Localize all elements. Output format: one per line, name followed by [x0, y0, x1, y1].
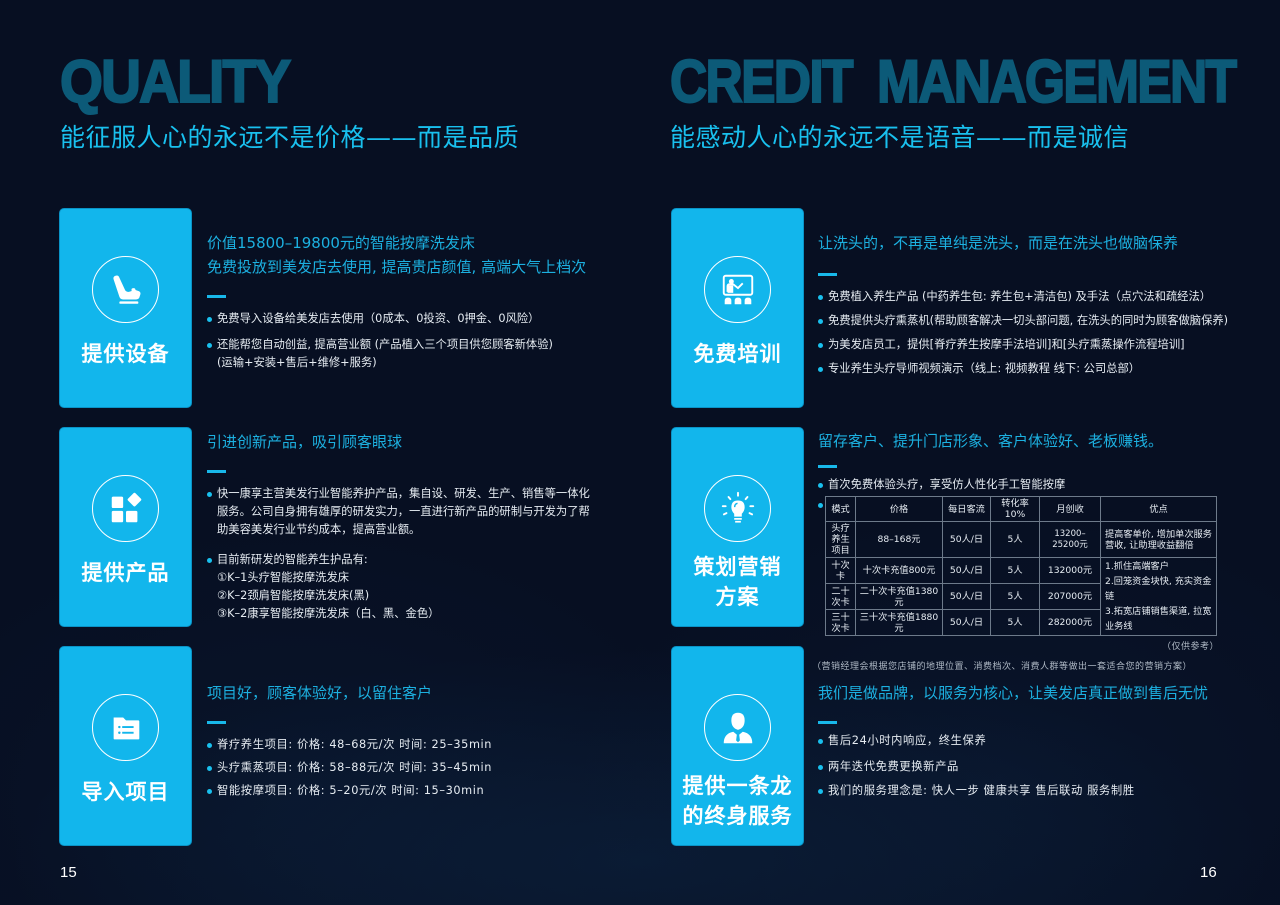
advantages-cell: 1.抓住高端客户 2.回笼资金块快, 充实资金链 3.拓宽店铺销售渠道, 拉宽业…	[1100, 557, 1217, 636]
card-label: 提供产品	[81, 561, 170, 585]
bullet-item: 两年迭代免费更换新产品	[818, 758, 1248, 776]
page-title: QUALITY	[59, 48, 292, 115]
bullet-item: 头疗熏蒸项目: 价格: 58–88元/次 时间: 35–45min	[207, 759, 637, 777]
section-equipment: 价值15800–19800元的智能按摩洗发床 免费投放到美发店去使用, 提高贵店…	[207, 231, 637, 378]
section-service: 我们是做品牌，以服务为核心，让美发店真正做到售后无忧 售后24小时内响应，终生保…	[818, 681, 1248, 806]
card-free-training: 免费培训	[672, 209, 803, 407]
bullet-item: 目前新研发的智能养生护品有: ①K–1头疗智能按摩洗发床 ②K–2颈肩智能按摩洗…	[207, 551, 637, 623]
table-row: 二十次卡 二十次卡充值1380元 50人/日 5人 207000元	[825, 583, 1217, 610]
bullet-table: 模式 价格 每日客流 转化率10% 月创收 优点 头疗养生项目 88–168元 …	[812, 496, 1248, 676]
marketing-table: 模式 价格 每日客流 转化率10% 月创收 优点 头疗养生项目 88–168元 …	[825, 496, 1217, 636]
card-marketing-plan: 策划营销 方案	[672, 428, 803, 626]
card-label: 提供设备	[81, 342, 170, 366]
card-label: 提供一条龙 的终身服务	[682, 774, 793, 828]
bullet-item: 还能帮您自动创益, 提高营业额 (产品植入三个项目供您顾客新体验) (运输+安装…	[207, 336, 637, 372]
bullet-item: 免费导入设备给美发店去使用（0成本、0投资、0押金、0风险）	[207, 310, 637, 328]
accent-dash	[818, 721, 837, 724]
section-products: 引进创新产品，吸引顾客眼球 快一康享主营美发行业智能养护产品，集自设、研发、生产…	[207, 430, 637, 629]
accent-dash	[207, 470, 226, 473]
bullet-item: 智能按摩项目: 价格: 5–20元/次 时间: 15–30min	[207, 782, 637, 800]
section-training: 让洗头的，不再是单纯是洗头，而是在洗头也做脑保养 免费植入养生产品 (中药养生包…	[818, 231, 1248, 384]
section-headline: 留存客户、提升门店形象、客户体验好、老板赚钱。	[818, 432, 1164, 450]
bullet-item: 售后24小时内响应，终生保养	[818, 732, 1248, 750]
section-headline: 项目好，顾客体验好，以留住客户	[207, 684, 433, 702]
page-title: CREDIT MANAGEMENT	[669, 48, 1238, 115]
bullet-item: 脊疗养生项目: 价格: 48–68元/次 时间: 25–35min	[207, 736, 637, 754]
bullet-item: 快一康享主营美发行业智能养护产品，集自设、研发、生产、销售等一体化 服务。公司自…	[207, 485, 637, 539]
app-blocks-icon	[111, 492, 141, 522]
card-import-projects: 导入项目	[60, 647, 191, 845]
teacher-training-icon	[722, 274, 753, 304]
section-headline: 我们是做品牌，以服务为核心，让美发店真正做到售后无忧	[818, 684, 1209, 702]
bullet-item: 免费提供头疗熏蒸机(帮助顾客解决一切头部问题, 在洗头的同时为顾客做脑保养)	[818, 312, 1248, 330]
page-subtitle: 能感动人心的永远不是语音——而是诚信	[670, 123, 1130, 152]
massage-chair-icon	[112, 275, 140, 304]
card-label: 免费培训	[693, 342, 782, 366]
card-label: 导入项目	[81, 780, 170, 804]
folder-list-icon	[113, 717, 139, 739]
section-projects: 项目好，顾客体验好，以留住客户 脊疗养生项目: 价格: 48–68元/次 时间:…	[207, 681, 637, 806]
page-15: QUALITY 能征服人心的永远不是价格——而是品质 提供设备 价值15800–…	[59, 48, 637, 882]
accent-dash	[207, 295, 226, 298]
bullet-item: 我们的服务理念是: 快人一步 健康共享 售后联动 服务制胜	[818, 782, 1248, 800]
card-label: 策划营销 方案	[693, 555, 782, 609]
section-headline: 价值15800–19800元的智能按摩洗发床 免费投放到美发店去使用, 提高贵店…	[207, 234, 587, 276]
bullet-item: 免费植入养生产品 (中药养生包: 养生包+清洁包) 及手法（点穴法和疏经法）	[818, 288, 1248, 306]
page-number: 16	[1200, 864, 1217, 881]
page-number: 15	[60, 864, 77, 881]
table-row: 三十次卡 三十次卡充值1880元 50人/日 5人 282000元	[825, 609, 1217, 636]
table-row: 十次卡 十次卡充值800元 50人/日 5人 132000元 1.抓住高端客户 …	[825, 557, 1217, 636]
section-headline: 引进创新产品，吸引顾客眼球	[207, 433, 403, 451]
section-marketing: 留存客户、提升门店形象、客户体验好、老板赚钱。 首次免费体验头疗，享受仿人性化手…	[812, 429, 1248, 682]
page-subtitle: 能征服人心的永远不是价格——而是品质	[60, 123, 520, 152]
accent-dash	[207, 721, 226, 724]
section-headline: 让洗头的，不再是单纯是洗头，而是在洗头也做脑保养	[818, 234, 1179, 252]
bullet-item: 为美发店员工，提供[脊疗养生按摩手法培训]和[头疗熏蒸操作流程培训]	[818, 336, 1248, 354]
page-16: CREDIT MANAGEMENT 能感动人心的永远不是语音——而是诚信 免费培…	[640, 0, 1280, 905]
table-header-row: 模式 价格 每日客流 转化率10% 月创收 优点	[825, 496, 1217, 522]
accent-dash	[818, 273, 837, 276]
accent-dash	[818, 465, 837, 468]
card-lifetime-service: 提供一条龙 的终身服务	[672, 647, 803, 845]
businessman-icon	[723, 712, 752, 743]
table-row: 头疗养生项目 88–168元 50人/日 5人 13200–25200元 提高客…	[825, 521, 1217, 558]
card-provide-products: 提供产品	[60, 428, 191, 626]
lightbulb-icon	[721, 491, 754, 523]
table-note-reference: （仅供参考）	[1161, 642, 1219, 652]
card-provide-equipment: 提供设备	[60, 209, 191, 407]
bullet-item: 首次免费体验头疗，享受仿人性化手工智能按摩	[818, 476, 1248, 494]
table-note-bottom: （营销经理会根据您店铺的地理位置、消费档次、消费人群等做出一套适合您的营销方案）	[812, 662, 1193, 672]
bullet-item: 专业养生头疗导师视频演示（线上: 视频教程 线下: 公司总部）	[818, 360, 1248, 378]
